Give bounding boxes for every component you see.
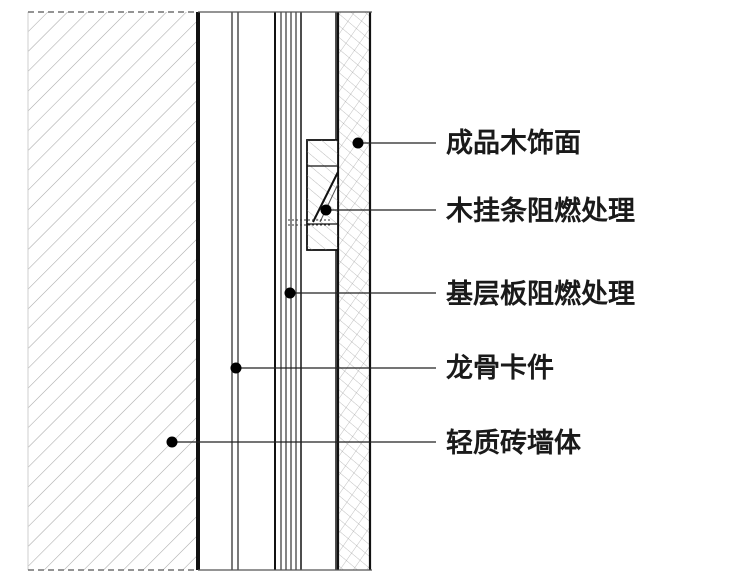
break-lines — [28, 11, 372, 571]
keel-frame — [231, 12, 276, 570]
label-brick-wall: 轻质砖墙体 — [446, 428, 582, 459]
label-base-board: 基层板阻燃处理 — [446, 279, 635, 310]
label-keel-clip: 龙骨卡件 — [446, 353, 554, 384]
wood-hanging-strip — [288, 139, 339, 251]
brick-wall — [27, 12, 196, 570]
leader-lines — [172, 142, 436, 443]
label-wood-veneer: 成品木饰面 — [446, 128, 581, 159]
leader-dots — [166, 137, 364, 448]
label-wood-strip: 木挂条阻燃处理 — [445, 196, 635, 227]
wood-veneer — [336, 12, 372, 570]
